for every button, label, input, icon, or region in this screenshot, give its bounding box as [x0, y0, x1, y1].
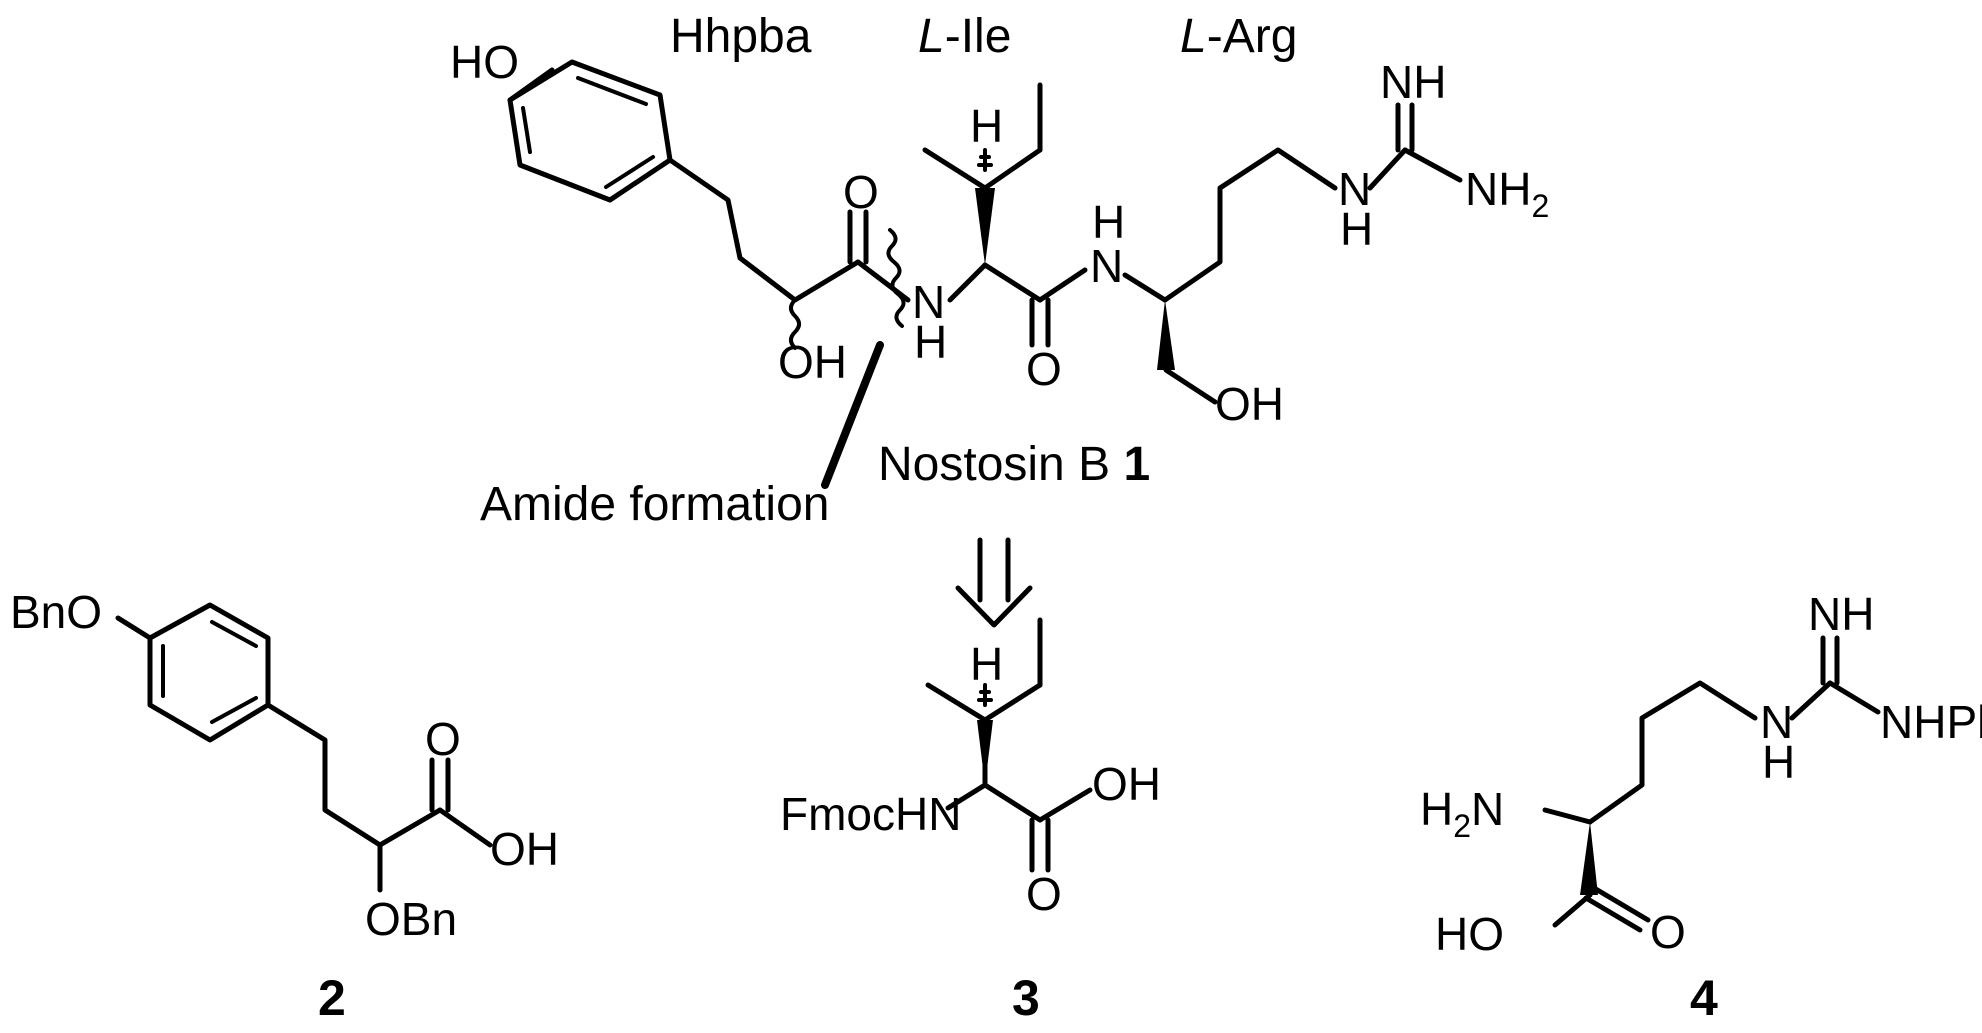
c1-arg-n-label: N — [1090, 240, 1123, 292]
amide-formation-annotation: Amide formation — [480, 478, 829, 531]
c1-guanidine-n-label: N — [1338, 163, 1371, 215]
c4-carbonyl-o-label: O — [1650, 906, 1686, 958]
compound-1-name: Nostosin B 1 — [878, 438, 1150, 491]
c1-ile-nh-h-label: H — [914, 316, 947, 368]
c2-obn-label: OBn — [365, 893, 457, 945]
c2-carbonyl-o-label: O — [425, 713, 461, 765]
wavy-stereo-bond — [789, 298, 801, 350]
compound-4-number: 4 — [1690, 970, 1718, 1026]
compound-3-structure — [925, 617, 1093, 873]
compound-2-number: 2 — [318, 970, 346, 1026]
c1-oh-alpha-label: OH — [778, 336, 847, 388]
c1-imine-nh-label: NH — [1380, 56, 1446, 108]
c1-ile-h-label: H — [970, 100, 1003, 152]
c1-arg-oh-label: OH — [1215, 378, 1284, 430]
c4-ho-label: HO — [1435, 908, 1504, 960]
c4-nhpbf-label: NHPbf — [1880, 696, 1982, 748]
nostosin-b-structure — [507, 59, 1463, 489]
c1-guanidine-h-label: H — [1340, 203, 1373, 255]
fragment-label-arg: L-Arg — [1180, 10, 1297, 63]
hhpba-phenol-ring — [507, 59, 673, 203]
c4-guanidine-n-label: N — [1760, 696, 1793, 748]
disconnection-wavy-line — [886, 228, 906, 328]
c2-oh-label: OH — [490, 823, 559, 875]
c1-ho-label: HO — [450, 36, 519, 88]
wedge-bond-ile — [975, 188, 995, 265]
c3-h-label: H — [970, 638, 1003, 690]
c1-arg-nh-h-label: H — [1092, 196, 1125, 248]
c1-carbonyl-o-label: O — [843, 166, 879, 218]
wedge-bond-4 — [1580, 822, 1598, 895]
c3-carbonyl-o-label: O — [1026, 868, 1062, 920]
c4-h2n-label: H2N — [1420, 783, 1504, 844]
c3-oh-label: OH — [1092, 758, 1161, 810]
c4-imine-nh-label: NH — [1808, 588, 1874, 640]
hashed-bond-3-h — [977, 683, 993, 707]
c1-ile-n-label: N — [912, 276, 945, 328]
annotation-pointer-line — [821, 341, 884, 489]
c1-ile-carbonyl-o-label: O — [1026, 343, 1062, 395]
hashed-bond-ile-h — [977, 148, 993, 172]
compound-2-structure — [115, 602, 493, 893]
fragment-label-hhpba: Hhpba — [670, 10, 812, 63]
c3-fmochn-label: FmocHN — [780, 788, 961, 840]
wedge-bond-arg — [1157, 300, 1175, 370]
compound-4-structure — [1542, 635, 1881, 933]
c2-bno-label: BnO — [10, 586, 102, 638]
retrosynthesis-arrow-icon — [955, 537, 1033, 628]
compound-3-number: 3 — [1012, 970, 1040, 1026]
fragment-label-ile: L-Ile — [918, 10, 1011, 63]
c1-nh2-label: NH2 — [1465, 163, 1549, 224]
c4-guanidine-h-label: H — [1762, 736, 1795, 788]
wedge-bond-3 — [977, 720, 993, 785]
